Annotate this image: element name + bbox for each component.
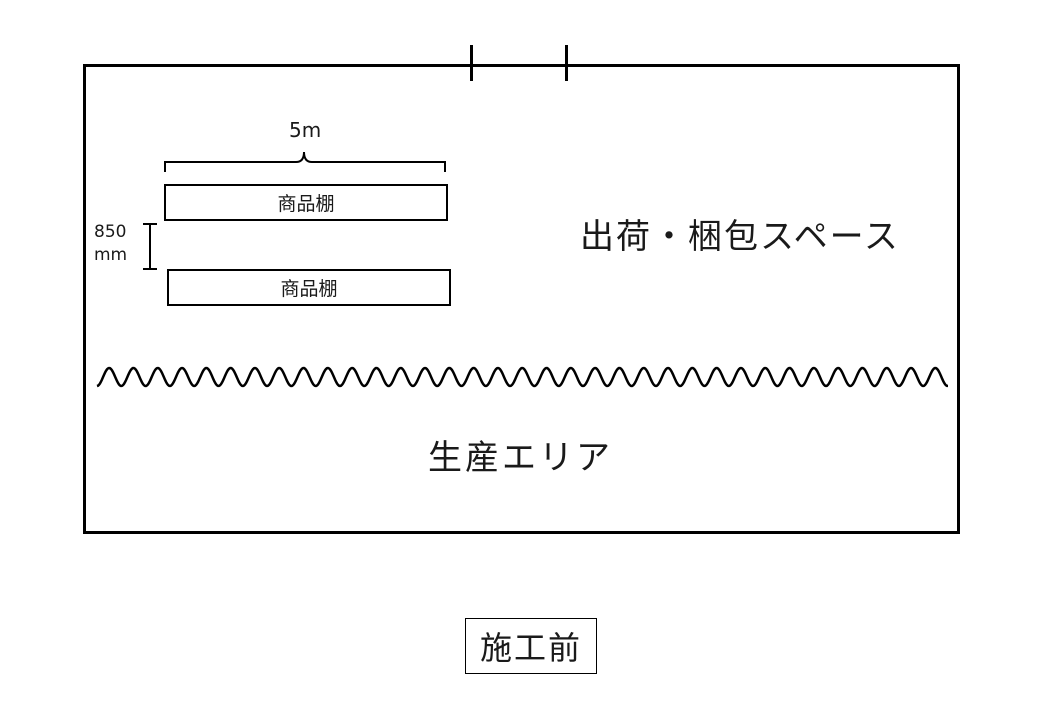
shelf-gap-marker	[143, 223, 157, 270]
shelf-gap-value: 850	[94, 222, 127, 242]
shelf-gap-label: 850 mm	[94, 221, 127, 267]
product-shelf-top: 商品棚	[164, 184, 448, 221]
caption-text: 施工前	[479, 629, 582, 667]
shelf-label: 商品棚	[277, 193, 335, 215]
room-outline	[83, 64, 960, 534]
shelf-label: 商品棚	[280, 278, 338, 300]
diagram-caption: 施工前	[465, 618, 597, 674]
doorway-mark-left	[470, 45, 473, 81]
shelf-length-brace	[164, 151, 446, 172]
shipping-packing-area-label: 出荷・梱包スペース	[580, 217, 900, 257]
area-divider-wave	[96, 366, 948, 388]
doorway-mark-right	[565, 45, 568, 81]
shelf-length-label: 5m	[289, 118, 322, 142]
product-shelf-bottom: 商品棚	[167, 269, 451, 306]
production-area-label: 生産エリア	[428, 438, 613, 478]
shelf-gap-unit: mm	[94, 245, 128, 265]
